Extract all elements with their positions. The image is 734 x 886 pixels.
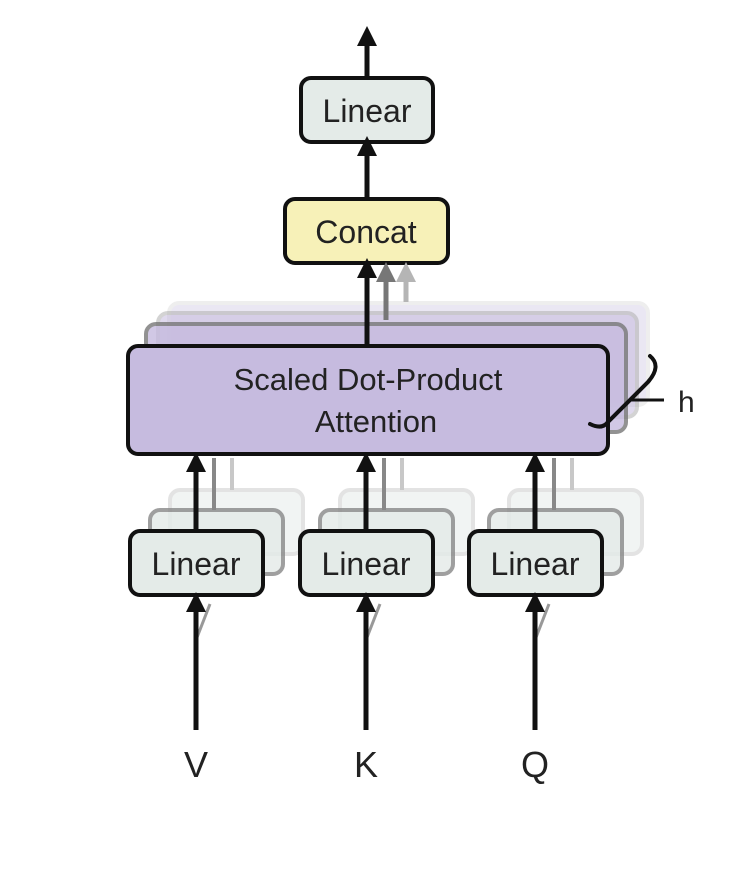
linear-q-label: Linear	[491, 546, 580, 582]
linear-k-label: Linear	[322, 546, 411, 582]
attention-label-line2: Attention	[315, 404, 437, 439]
concat-label: Concat	[315, 214, 417, 250]
input-v-label: V	[184, 744, 208, 785]
top-linear-label: Linear	[323, 93, 412, 129]
attention-label-line1: Scaled Dot-Product	[234, 362, 503, 397]
q-branch: Linear Q	[467, 452, 644, 785]
heads-label: h	[678, 386, 695, 419]
v-branch: Linear V	[128, 452, 305, 785]
input-q-label: Q	[521, 744, 549, 785]
k-branch: Linear K	[298, 452, 475, 785]
heads-brace	[588, 354, 658, 429]
linear-v-label: Linear	[152, 546, 241, 582]
input-k-label: K	[354, 744, 378, 785]
